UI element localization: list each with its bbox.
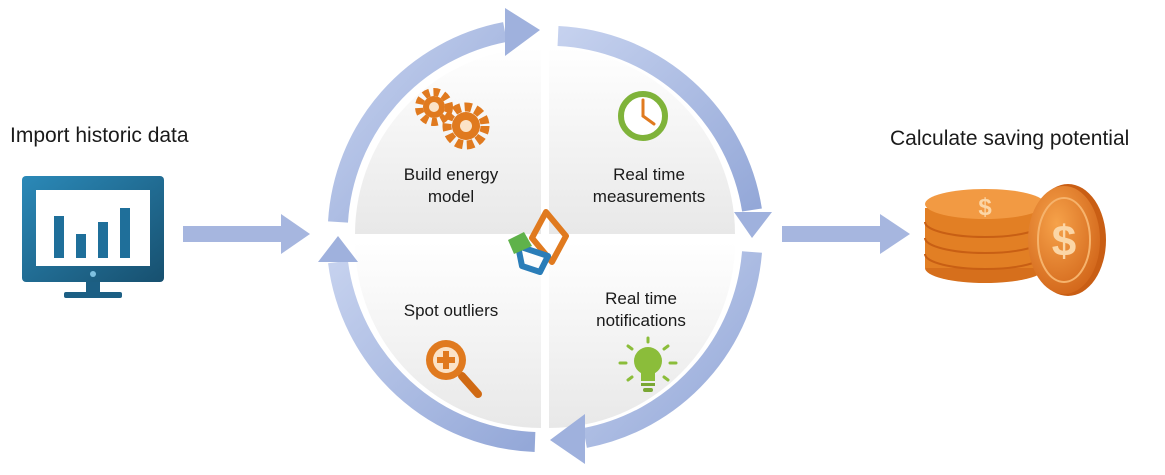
import-historic-data-label: Import historic data (10, 124, 189, 147)
calculate-saving-potential-label: Calculate saving potential (890, 127, 1130, 150)
svg-text:$: $ (978, 194, 992, 221)
right-arrow (782, 214, 910, 254)
gears-icon (415, 88, 490, 150)
quadrants (355, 48, 735, 428)
monitor-chart-icon (22, 176, 164, 298)
lightbulb-icon (618, 336, 678, 392)
clock-icon (618, 91, 668, 141)
left-arrow (183, 214, 310, 254)
coins-dollar-icon: $ $ (924, 184, 1106, 296)
cycle-arrows (328, 22, 762, 452)
logo-icon (508, 209, 569, 275)
spot-outliers-label: Spot outliers (403, 301, 499, 320)
cycle-arrowheads (318, 8, 772, 464)
svg-text:$: $ (1052, 217, 1076, 266)
magnifier-plus-icon (426, 340, 482, 398)
